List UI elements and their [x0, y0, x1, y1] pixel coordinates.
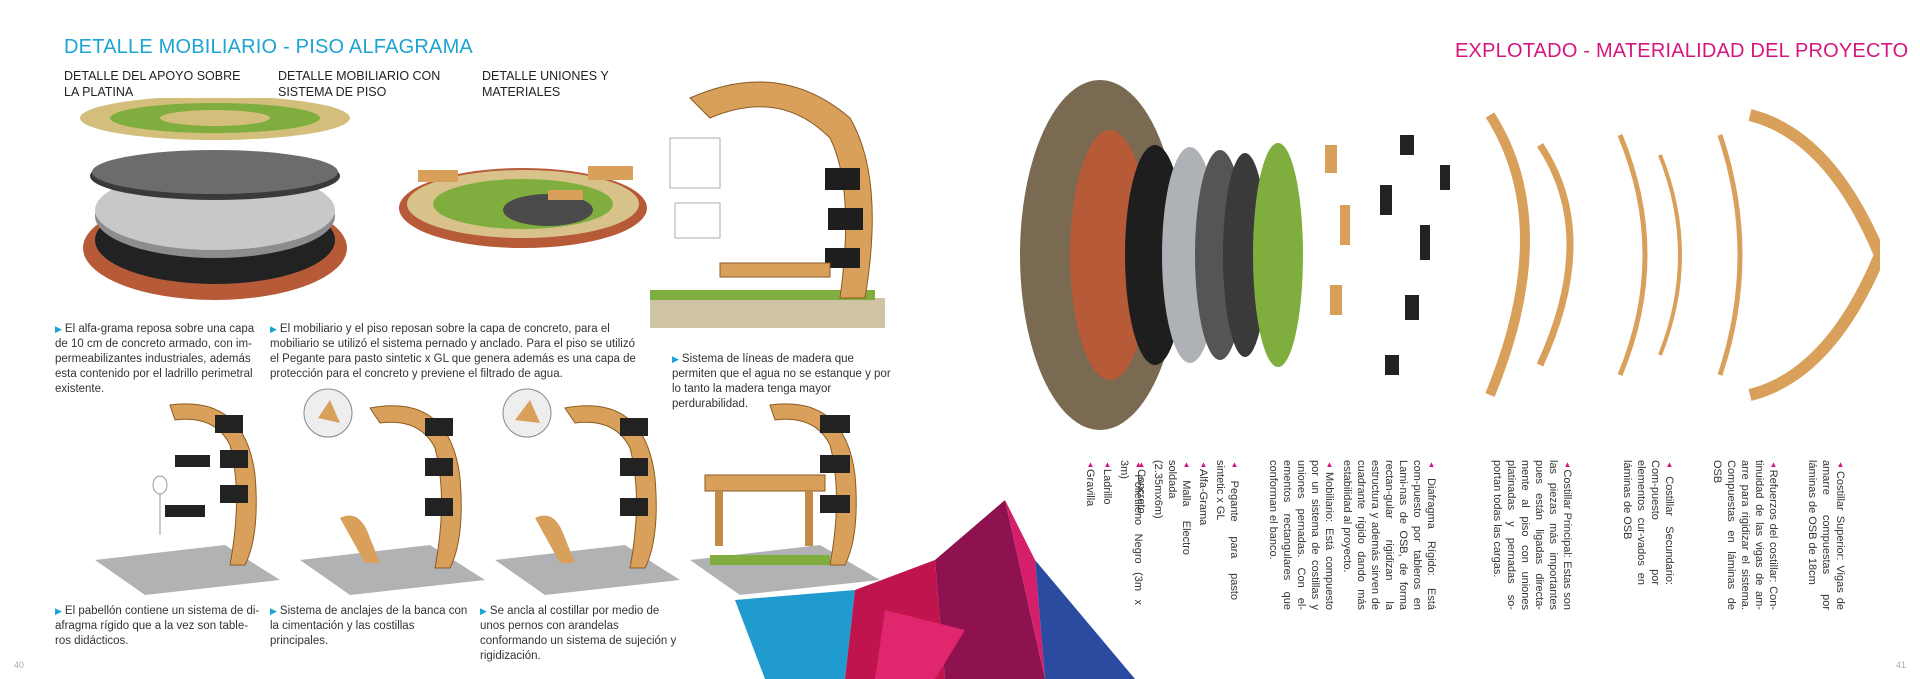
- paragraph-alfagrama: ▶El alfa-grama reposa sobre una capa de …: [55, 323, 255, 395]
- pavilion-bolts-illustration: [495, 388, 685, 600]
- caption-alfagrama: ▲Alfa-Grama: [1197, 460, 1209, 526]
- subheading-uniones-materiales: DETALLE UNIONES Y MATERIALES: [482, 69, 609, 99]
- bullet-arrow-icon: ▶: [672, 354, 679, 364]
- triangle-marker-icon: ▲: [1137, 460, 1146, 469]
- triangle-marker-icon: ▲: [1230, 460, 1239, 481]
- caption-pegante: ▲Pegante para pasto sintetic x GL: [1214, 460, 1240, 600]
- bullet-arrow-icon: ▶: [55, 606, 62, 616]
- right-page-title: EXPLOTADO - MATERIALIDAD DEL PROYECTO: [1455, 40, 1909, 62]
- caption-polietileno: ▲Polietileno Negro (3m x 3m): [1118, 460, 1144, 605]
- paragraph-anclajes: ▶Sistema de anclajes de la banca con la …: [270, 605, 468, 647]
- pavilion-bench-illustration: [690, 395, 885, 600]
- caption-costillar-principal: ▲Costillar Principal: Estas son las piez…: [1491, 460, 1573, 610]
- triangle-marker-icon: ▲: [1563, 460, 1572, 470]
- subheading-apoyo-platina: DETALLE DEL APOYO SOBRE LA PLATINA: [64, 69, 241, 99]
- right-page-number: 41: [1896, 660, 1907, 670]
- paragraph-pabellon: ▶El pabellón contiene un sistema de di-a…: [55, 605, 260, 647]
- subheading-mobiliario-piso: DETALLE MOBILIARIO CON SISTEMA DE PISO: [278, 69, 441, 99]
- caption-ladrillo: ▲Ladrillo: [1101, 460, 1113, 505]
- triangle-marker-icon: ▲: [1103, 460, 1112, 469]
- bullet-arrow-icon: ▶: [270, 324, 277, 334]
- bullet-arrow-icon: ▶: [270, 606, 277, 616]
- caption-malla: ▲Malla Electro soldada (2.35mx6m): [1152, 460, 1192, 556]
- caption-costillar-secundario: ▲Costillar Secundario: Com-puesto por el…: [1621, 460, 1675, 585]
- caption-concreto: ▲Concreto: [1135, 460, 1147, 514]
- triangle-marker-icon: ▲: [1427, 460, 1436, 479]
- decorative-polygon-art: [735, 500, 1155, 679]
- pavilion-shell-illustration: [650, 58, 890, 343]
- left-page-number: 40: [14, 660, 25, 670]
- paragraph-pernos: ▶Se ancla al costillar por medio de unos…: [480, 605, 677, 662]
- triangle-marker-icon: ▲: [1769, 460, 1778, 470]
- triangle-marker-icon: ▲: [1325, 460, 1334, 472]
- triangle-marker-icon: ▲: [1182, 460, 1191, 481]
- triangle-marker-icon: ▲: [1199, 460, 1208, 469]
- triangle-marker-icon: ▲: [1086, 460, 1095, 469]
- paragraph-lineas-madera: ▶Sistema de líneas de madera que permite…: [672, 353, 891, 410]
- bullet-arrow-icon: ▶: [480, 606, 487, 616]
- caption-gravilla: ▲Gravilla: [1084, 460, 1096, 507]
- floor-with-furniture-illustration: [398, 150, 653, 250]
- exploded-view-illustration: [1020, 75, 1880, 450]
- triangle-marker-icon: ▲: [1134, 460, 1143, 475]
- pavilion-anchors-illustration: [300, 388, 490, 600]
- caption-mobiliario: ▲Mobiliario: Está compuesto por un siste…: [1267, 460, 1335, 611]
- left-page-title: DETALLE MOBILIARIO - PISO ALFAGRAMA: [64, 36, 473, 58]
- layered-platform-illustration: [80, 98, 360, 313]
- pavilion-diaphragm-illustration: [95, 395, 285, 600]
- triangle-marker-icon: ▲: [1836, 460, 1845, 471]
- caption-costillar-superior: ▲Costillar Superior: Vigas de amarre com…: [1806, 460, 1846, 610]
- caption-diafragma: ▲Diafragma Rígido: Está com-puesto por t…: [1341, 460, 1437, 610]
- bullet-arrow-icon: ▶: [55, 324, 62, 334]
- triangle-marker-icon: ▲: [1665, 460, 1674, 477]
- caption-refuerzos: ▲Refuerzos del costillar: Con-tinuidad d…: [1711, 460, 1779, 611]
- paragraph-mobiliario-piso: ▶El mobiliario y el piso reposan sobre l…: [270, 323, 636, 380]
